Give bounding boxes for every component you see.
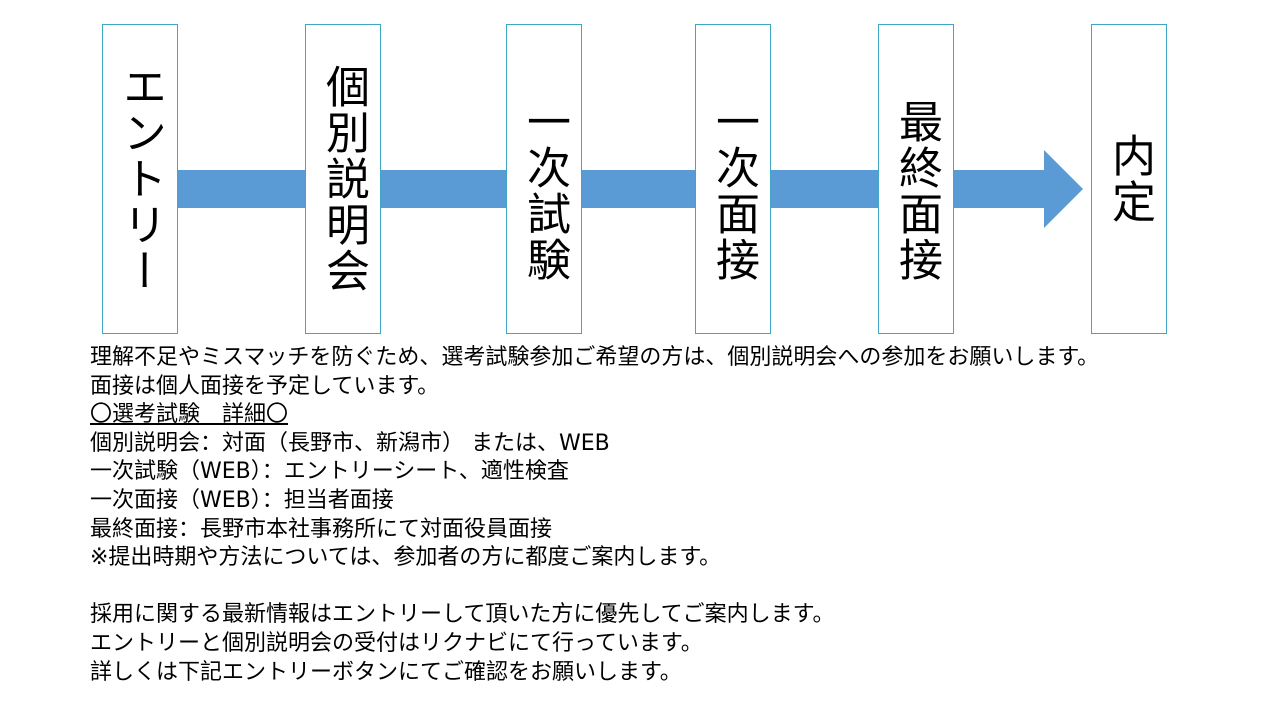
step-box-first-interview: 一次面接 <box>695 24 771 334</box>
intro-line-1: 理解不足やミスマッチを防ぐため、選考試験参加ご希望の方は、個別説明会への参加をお… <box>90 345 1100 370</box>
info-line-2: エントリーと個別説明会の受付はリクナビにて行っています。 <box>90 630 703 656</box>
details-heading: 〇選考試験 詳細〇 <box>90 402 289 428</box>
intro-line-2: 面接は個人面接を予定しています。 <box>90 373 440 399</box>
description-text: 理解不足やミスマッチを防ぐため、選考試験参加ご希望の方は、個別説明会への参加をお… <box>90 344 1250 687</box>
step-box-briefing: 個別説明会 <box>305 24 381 334</box>
step-label-final-interview: 最終面接 <box>891 99 942 283</box>
detail-first-exam: 一次試験（WEB）：エントリーシート、適性検査 <box>90 459 569 485</box>
flow-arrow-shape <box>150 150 1083 228</box>
step-box-first-exam: 一次試験 <box>506 24 582 334</box>
info-line-3: 詳しくは下記エントリーボタンにてご確認をお願いします。 <box>90 659 682 685</box>
step-box-offer: 内定 <box>1091 24 1167 334</box>
step-label-first-interview: 一次面接 <box>708 99 759 283</box>
detail-final-interview: 最終面接：長野市本社事務所にて対面役員面接 <box>90 516 553 542</box>
detail-note: ※提出時期や方法については、参加者の方に都度ご案内します。 <box>90 545 722 571</box>
step-box-final-interview: 最終面接 <box>878 24 954 334</box>
paragraph-gap <box>90 573 1250 602</box>
step-label-entry: エントリー <box>115 64 166 294</box>
detail-first-interview: 一次面接（WEB）：担当者面接 <box>90 487 394 513</box>
step-label-briefing: 個別説明会 <box>318 64 369 294</box>
step-label-offer: 内定 <box>1104 133 1155 225</box>
flow-arrow <box>150 150 1083 228</box>
detail-briefing: 個別説明会：対面（長野市、新潟市） または、WEB <box>90 430 610 456</box>
step-label-first-exam: 一次試験 <box>519 99 570 283</box>
info-line-1: 採用に関する最新情報はエントリーして頂いた方に優先してご案内します。 <box>90 602 835 628</box>
step-box-entry: エントリー <box>102 24 178 334</box>
